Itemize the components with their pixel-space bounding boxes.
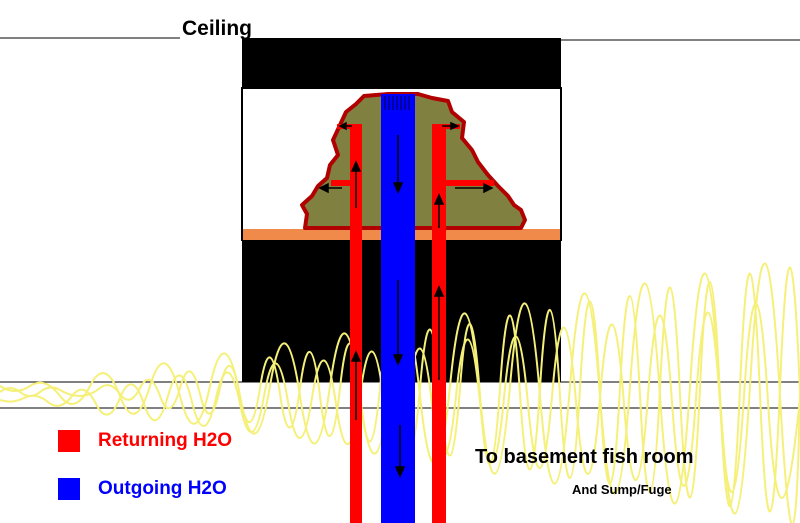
legend-outgoing: Outgoing H2O	[58, 478, 227, 500]
floor-insulation	[0, 262, 800, 523]
arrow-right-top	[442, 121, 460, 131]
arrow-left-mid	[318, 182, 342, 194]
destination-label: To basement fish room	[475, 446, 694, 468]
canopy	[242, 38, 561, 88]
legend-swatch-blue	[58, 478, 80, 500]
legend-returning-label: Returning H2O	[98, 430, 233, 451]
arrow-down-2	[392, 280, 404, 366]
flow-arrows	[318, 121, 494, 478]
legend-swatch-red	[58, 430, 80, 452]
arrow-up-2	[350, 350, 362, 420]
arrow-up-3	[433, 285, 445, 380]
arrow-up-4	[433, 193, 445, 228]
legend-outgoing-label: Outgoing H2O	[98, 478, 227, 499]
arrow-down-1	[392, 135, 404, 194]
destination-sub-label: And Sump/Fuge	[572, 482, 672, 497]
arrow-down-3	[394, 425, 406, 478]
arrow-up-1	[350, 160, 362, 208]
ceiling-label: Ceiling	[182, 17, 253, 40]
arrow-right-mid	[455, 182, 494, 194]
legend-returning: Returning H2O	[58, 430, 232, 452]
arrow-left-top	[338, 121, 352, 131]
